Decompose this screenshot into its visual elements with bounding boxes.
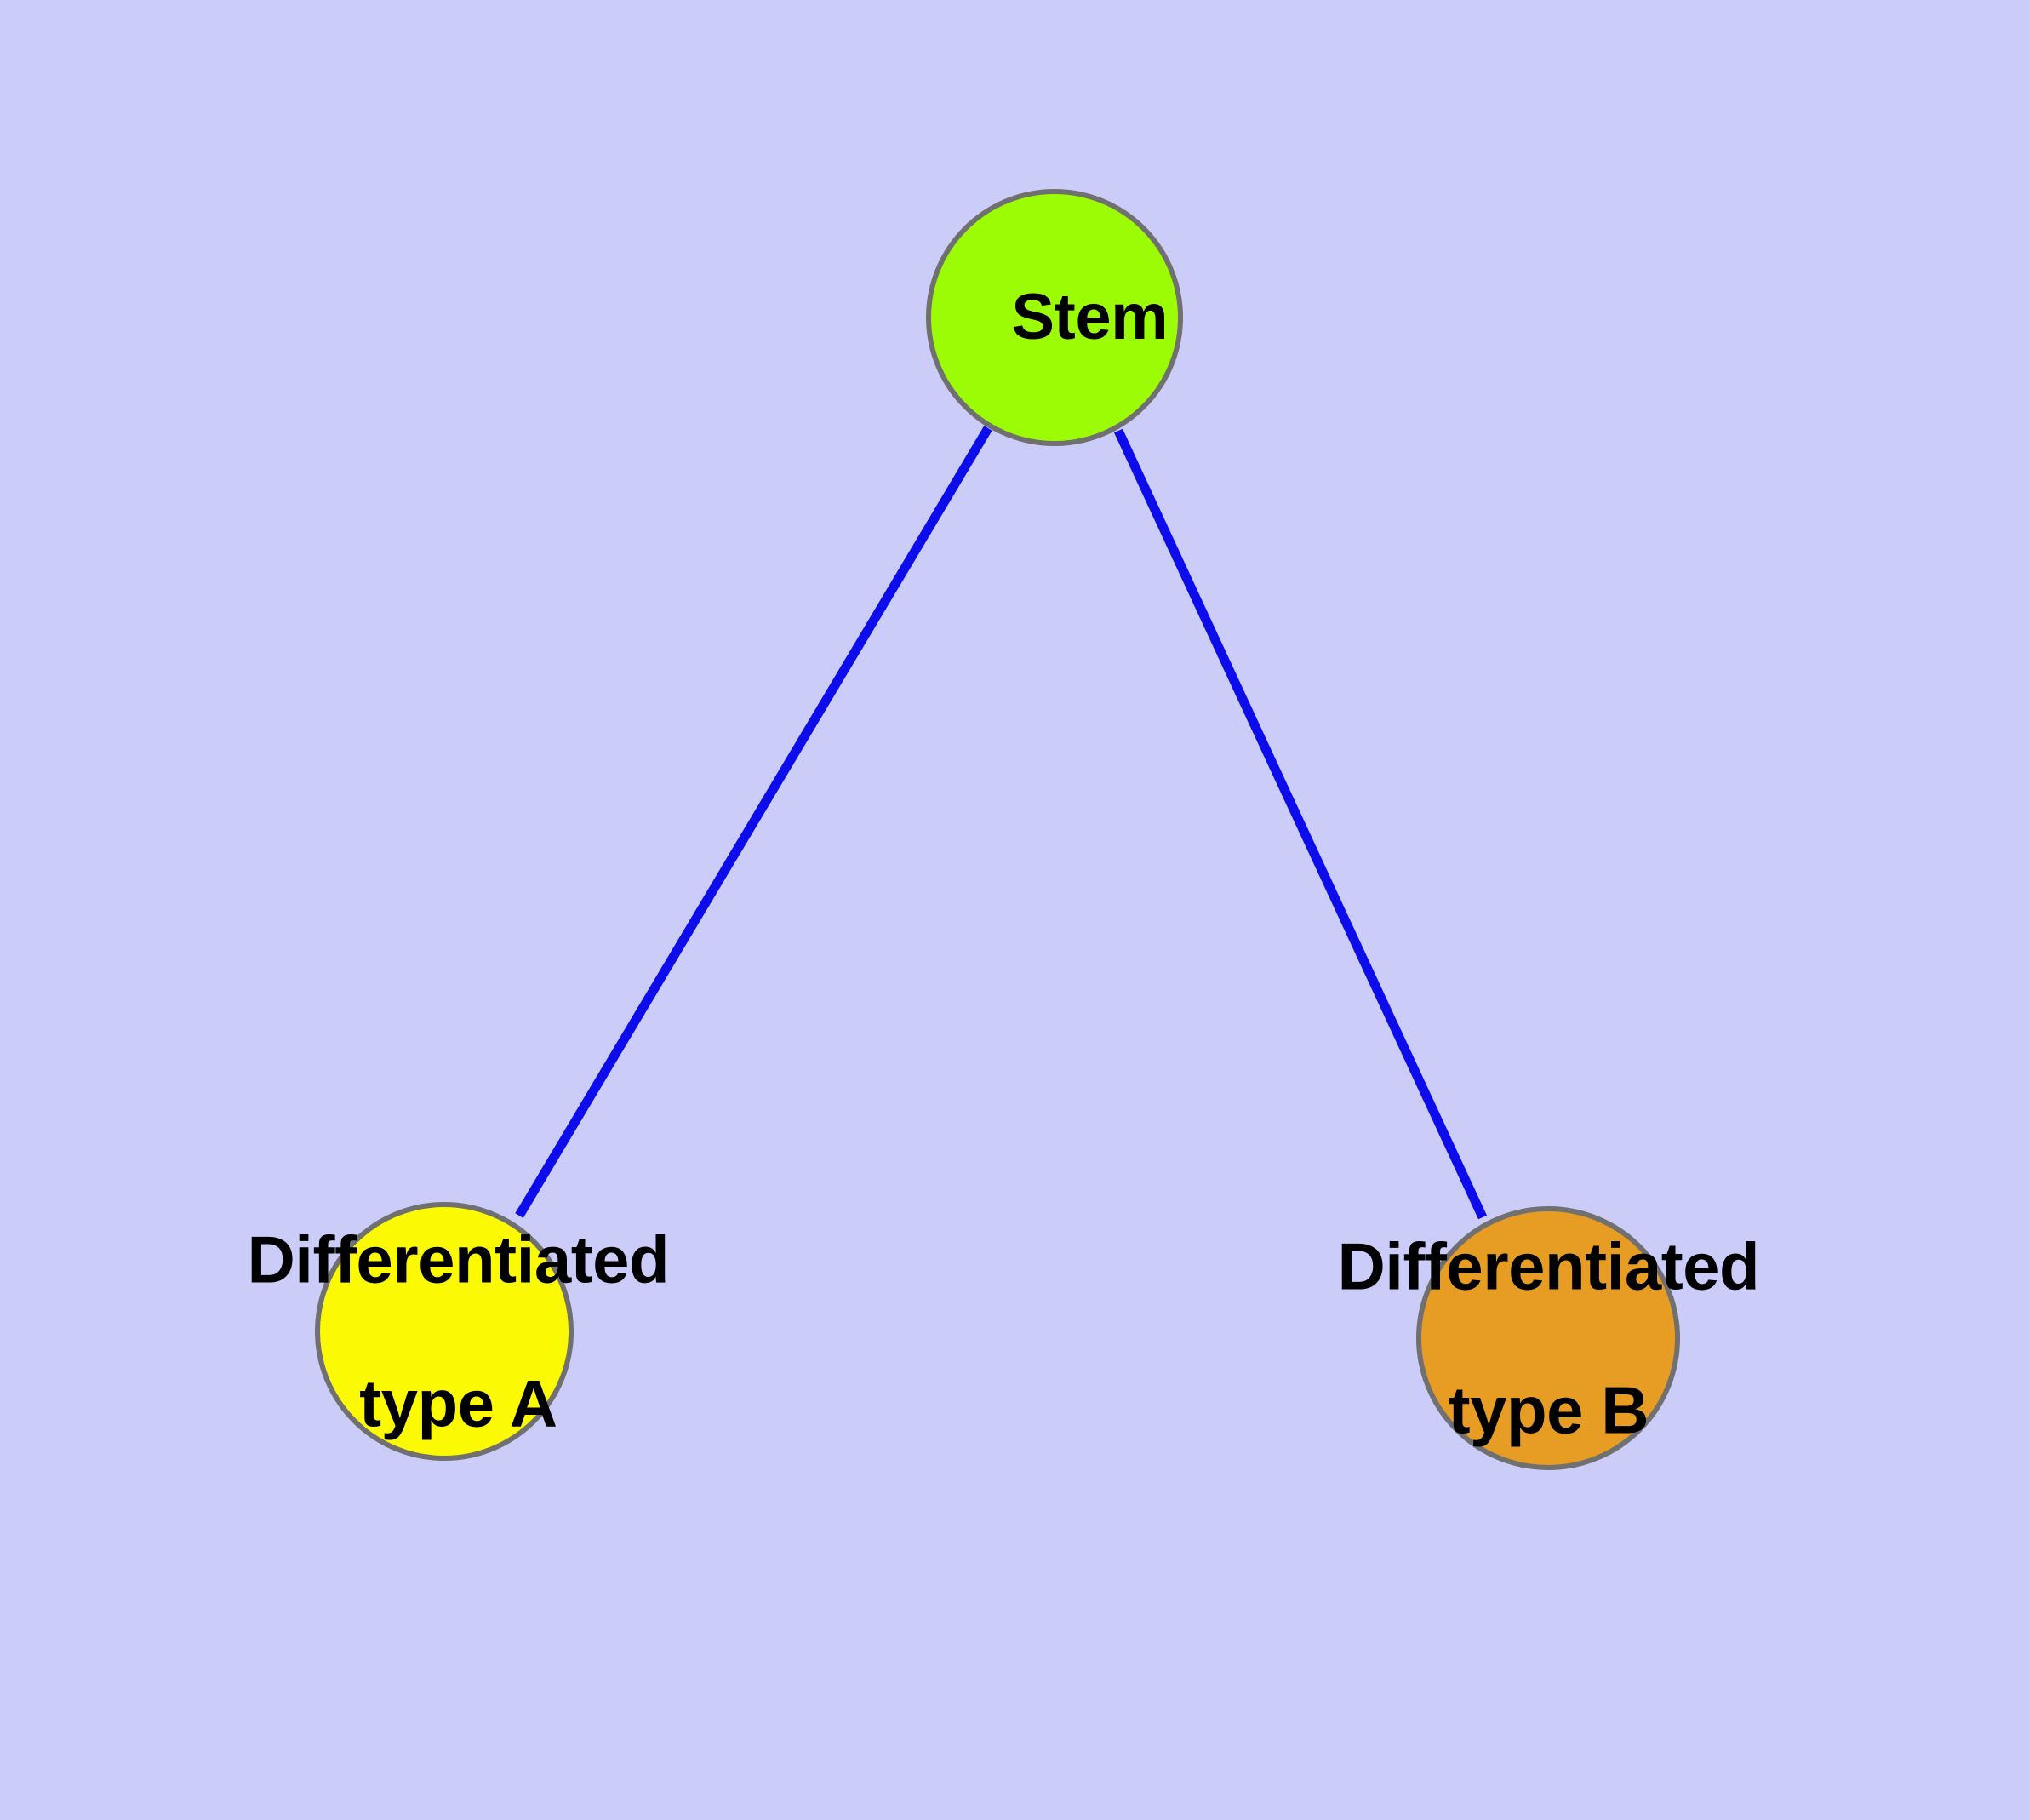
edge-stem-to-differentiated-type-b xyxy=(1114,428,1487,1220)
edge-stem-to-differentiated-type-a xyxy=(515,426,992,1218)
node-differentiated-type-b[interactable] xyxy=(1416,1206,1680,1470)
node-stem[interactable] xyxy=(926,189,1183,446)
node-differentiated-type-a[interactable] xyxy=(315,1202,574,1461)
